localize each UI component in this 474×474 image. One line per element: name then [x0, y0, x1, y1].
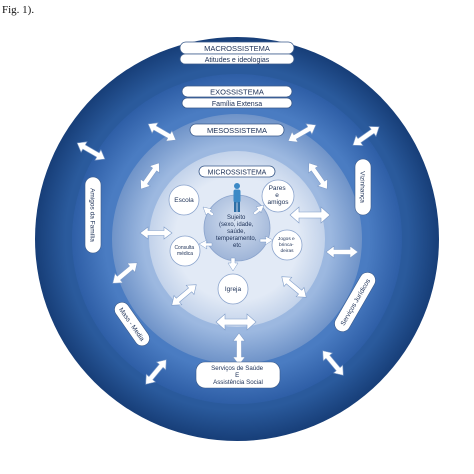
microsystem-title: MICROSSISTEMA [208, 170, 267, 177]
servicos-saude-line-3: Assistência Social [213, 379, 263, 386]
escola-label: Escola [174, 197, 194, 204]
jogos-label: Jogos e brinca- deiras [278, 236, 296, 254]
subject-core [203, 194, 271, 262]
servicos-saude-line-1: Serviços de Saúde [211, 365, 263, 372]
subject-line-1: Sujeito [227, 215, 246, 221]
consulta-line-1: Consulta [174, 245, 194, 251]
arrow-to-escola [202, 206, 215, 217]
mesosystem-title: MESOSSISTEMA [207, 126, 267, 135]
subject-text: Sujeito (sexo, idade, saúde, temperament… [216, 215, 258, 249]
vizinhanca-label: Vizinhança [359, 171, 366, 203]
exo-node-servicos-saude: Serviços de Saúde E Assistência Social [195, 361, 281, 389]
mesosystem-label: MESOSSISTEMA [189, 123, 285, 137]
macrosystem-subtitle: Atitudes e ideologias [205, 57, 270, 64]
micro-node-jogos-brincadeiras: Jogos e brinca- deiras [271, 229, 303, 261]
arrow-to-igreja [227, 257, 239, 272]
macrosystem-label: MACROSSISTEMA Atitudes e ideologias [179, 41, 295, 65]
servicos-saude-line-2: E [235, 372, 239, 379]
servicos-saude-label: Serviços de Saúde E Assistência Social [211, 365, 265, 386]
subject-line-5: etc [233, 243, 241, 249]
pares-line-1: Pares [269, 185, 287, 192]
amigos-familia-label: Amigos da Família [89, 188, 96, 242]
arrow-to-pares [252, 204, 265, 216]
jogos-line-1: Jogos e [278, 236, 295, 242]
jogos-line-2: brinca- [279, 242, 294, 248]
consulta-line-2: médica [177, 251, 193, 257]
subject-line-2: (sexo, idade, [219, 222, 254, 228]
macrosystem-title: MACROSSISTEMA [204, 44, 270, 53]
consulta-label: Consulta médica [174, 245, 195, 257]
subject-line-3: saúde, [227, 229, 245, 235]
subject-arrows [198, 204, 274, 272]
exosystem-subtitle: Família Extensa [212, 101, 262, 108]
micro-node-consulta-medica: Consulta médica [169, 235, 201, 267]
pares-label: Pares e amigos [268, 185, 290, 206]
figure-caption: Fig. 1). [2, 4, 35, 16]
arrow-to-jogos [259, 235, 274, 246]
micro-node-igreja: Igreja [217, 273, 249, 305]
microsystem-label: MICROSSISTEMA [198, 165, 276, 178]
exosystem-label: EXOSSISTEMA Família Extensa [181, 85, 293, 109]
arrow-to-consulta [198, 239, 213, 250]
micro-node-pares-amigos: Pares e amigos [261, 179, 295, 213]
exo-node-vizinhanca: Vizinhança [354, 158, 372, 216]
subject-line-4: temperamento, [216, 236, 257, 242]
pares-line-3: amigos [268, 199, 290, 206]
jogos-line-3: deiras [280, 248, 294, 254]
exo-node-amigos-familia: Amigos da Família [84, 176, 102, 254]
exosystem-title: EXOSSISTEMA [210, 88, 264, 97]
person-icon [233, 183, 241, 212]
pares-line-2: e [275, 192, 279, 199]
micro-node-escola: Escola [168, 184, 200, 216]
igreja-label: Igreja [225, 286, 242, 293]
